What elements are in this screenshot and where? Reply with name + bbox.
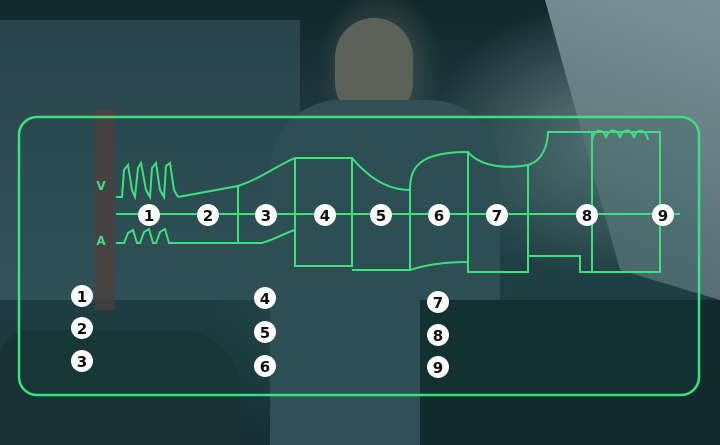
legend-left-3-label: 3: [77, 353, 87, 371]
red-post: [95, 110, 115, 310]
stage-marker-6-label: 6: [434, 207, 444, 225]
legend-left-2: 2: [71, 317, 93, 339]
stage-marker-4-label: 4: [320, 207, 330, 225]
legend-middle-4: 4: [254, 287, 276, 309]
garage-wall: [0, 20, 300, 300]
stage-9-block: [592, 131, 661, 273]
stage-marker-4: 4: [314, 204, 336, 226]
stage-marker-1: 1: [138, 204, 160, 226]
stage-marker-1-label: 1: [144, 207, 154, 225]
engine-bay: [420, 300, 720, 445]
legend-right-9-label: 9: [433, 359, 443, 377]
legend-middle-5: 5: [254, 321, 276, 343]
legend-right-9: 9: [427, 356, 449, 378]
voltage-waveform: [116, 160, 179, 201]
legend-right-7: 7: [427, 291, 449, 313]
stage-7-block: [467, 151, 529, 273]
legend-right-8: 8: [427, 324, 449, 346]
stage-6-block: [409, 150, 469, 271]
legend-left-1: 1: [71, 285, 93, 307]
stage-marker-3: 3: [255, 204, 277, 226]
current-waveform: [116, 227, 178, 244]
legend-middle-4-label: 4: [260, 290, 270, 308]
stage-marker-2-label: 2: [203, 207, 213, 225]
legend-left-2-label: 2: [77, 320, 87, 338]
stage-8-block: [527, 131, 593, 273]
stage-marker-7: 7: [486, 204, 508, 226]
legend-middle-6: 6: [254, 355, 276, 377]
legend-left-1-label: 1: [77, 288, 87, 306]
current-label: A: [96, 234, 106, 248]
stage-marker-5: 5: [370, 204, 392, 226]
stage-marker-9-label: 9: [658, 207, 668, 225]
stage-marker-8-label: 8: [582, 207, 592, 225]
voltage-label: V: [96, 179, 106, 193]
stage-4-block: [294, 157, 353, 267]
left-car: [0, 330, 240, 445]
legend-right-7-label: 7: [433, 294, 443, 312]
legend-middle-6-label: 6: [260, 358, 270, 376]
stage-marker-8: 8: [576, 204, 598, 226]
stage-marker-2: 2: [197, 204, 219, 226]
stage-marker-6: 6: [428, 204, 450, 226]
stage-marker-7-label: 7: [492, 207, 502, 225]
stage-2-block: [177, 184, 239, 244]
legend-middle-5-label: 5: [260, 324, 270, 342]
stage-marker-9: 9: [652, 204, 674, 226]
stage-marker-5-label: 5: [376, 207, 386, 225]
legend-left-3: 3: [71, 350, 93, 372]
legend-right-8-label: 8: [433, 327, 443, 345]
diagram-frame: [17, 115, 701, 397]
coil-symbol: [591, 129, 649, 141]
stage-3-block: [237, 157, 296, 244]
stage-marker-3-label: 3: [261, 207, 271, 225]
